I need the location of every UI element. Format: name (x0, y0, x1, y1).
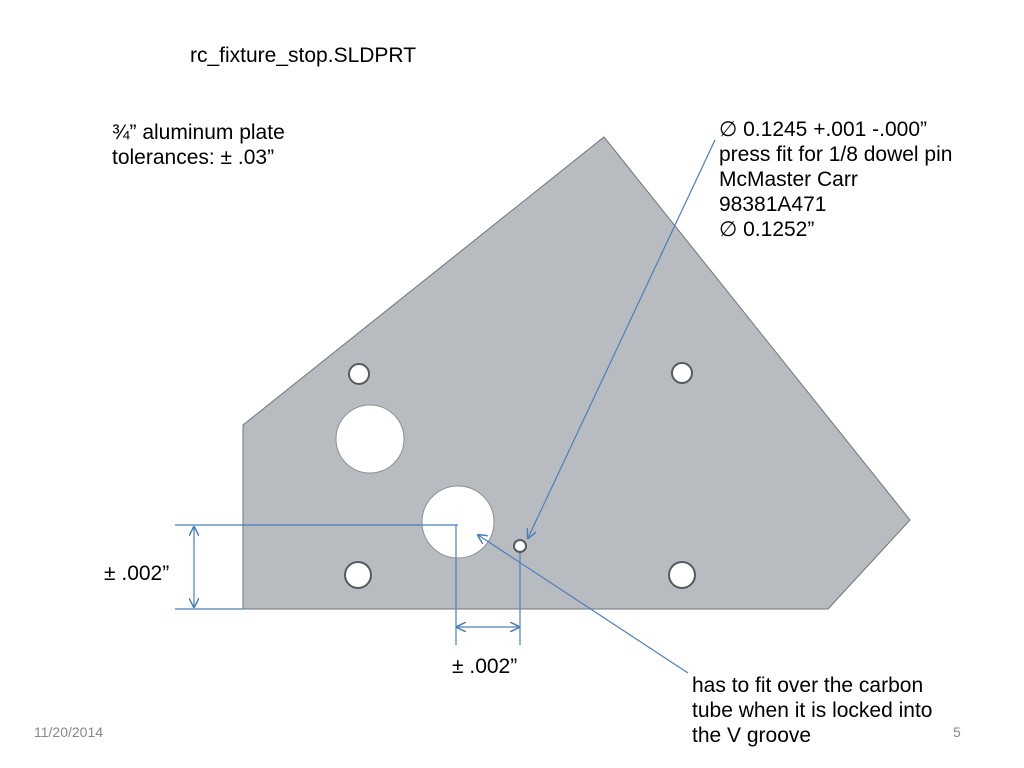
mounting-hole-bottom-right (668, 561, 696, 589)
slide-number: 5 (953, 724, 961, 740)
mounting-hole-bottom-left (344, 561, 372, 589)
hole-callout-line: McMaster Carr (719, 168, 858, 191)
hole-callout-line: ∅ 0.1245 +.001 -.000” (719, 118, 928, 141)
large-hole-lower (421, 485, 495, 559)
fit-note-line: has to fit over the carbon (692, 674, 924, 697)
hole-callout-line: 98381A471 (719, 193, 827, 216)
large-hole-upper (335, 404, 405, 474)
footer-date: 11/20/2014 (34, 724, 104, 740)
leader-dowel-hole (528, 139, 716, 538)
part-file-title: rc_fixture_stop.SLDPRT (190, 44, 417, 67)
dim-vertical-label: ± .002” (104, 562, 170, 585)
hole-callout-line: press fit for 1/8 dowel pin (719, 143, 953, 166)
mounting-hole-top-left (348, 363, 370, 385)
fit-note-line: tube when it is locked into (692, 699, 933, 722)
fit-note-line: the V groove (692, 724, 812, 747)
material-notes: ¾” aluminum plate tolerances: ± .03” (112, 120, 285, 170)
hole-callout: ∅ 0.1245 +.001 -.000” press fit for 1/8 … (719, 117, 952, 242)
fit-note: has to fit over the carbon tube when it … (692, 673, 932, 748)
material-note-line: ¾” aluminum plate (112, 121, 285, 144)
dim-horizontal-label: ± .002” (452, 655, 518, 678)
material-note-line: tolerances: ± .03” (112, 146, 275, 169)
mounting-hole-top-right (671, 362, 693, 384)
dowel-pin-hole (513, 539, 527, 553)
leader-carbon-tube (478, 535, 689, 674)
hole-callout-line: ∅ 0.1252” (719, 218, 815, 241)
aluminum-plate (242, 136, 911, 610)
